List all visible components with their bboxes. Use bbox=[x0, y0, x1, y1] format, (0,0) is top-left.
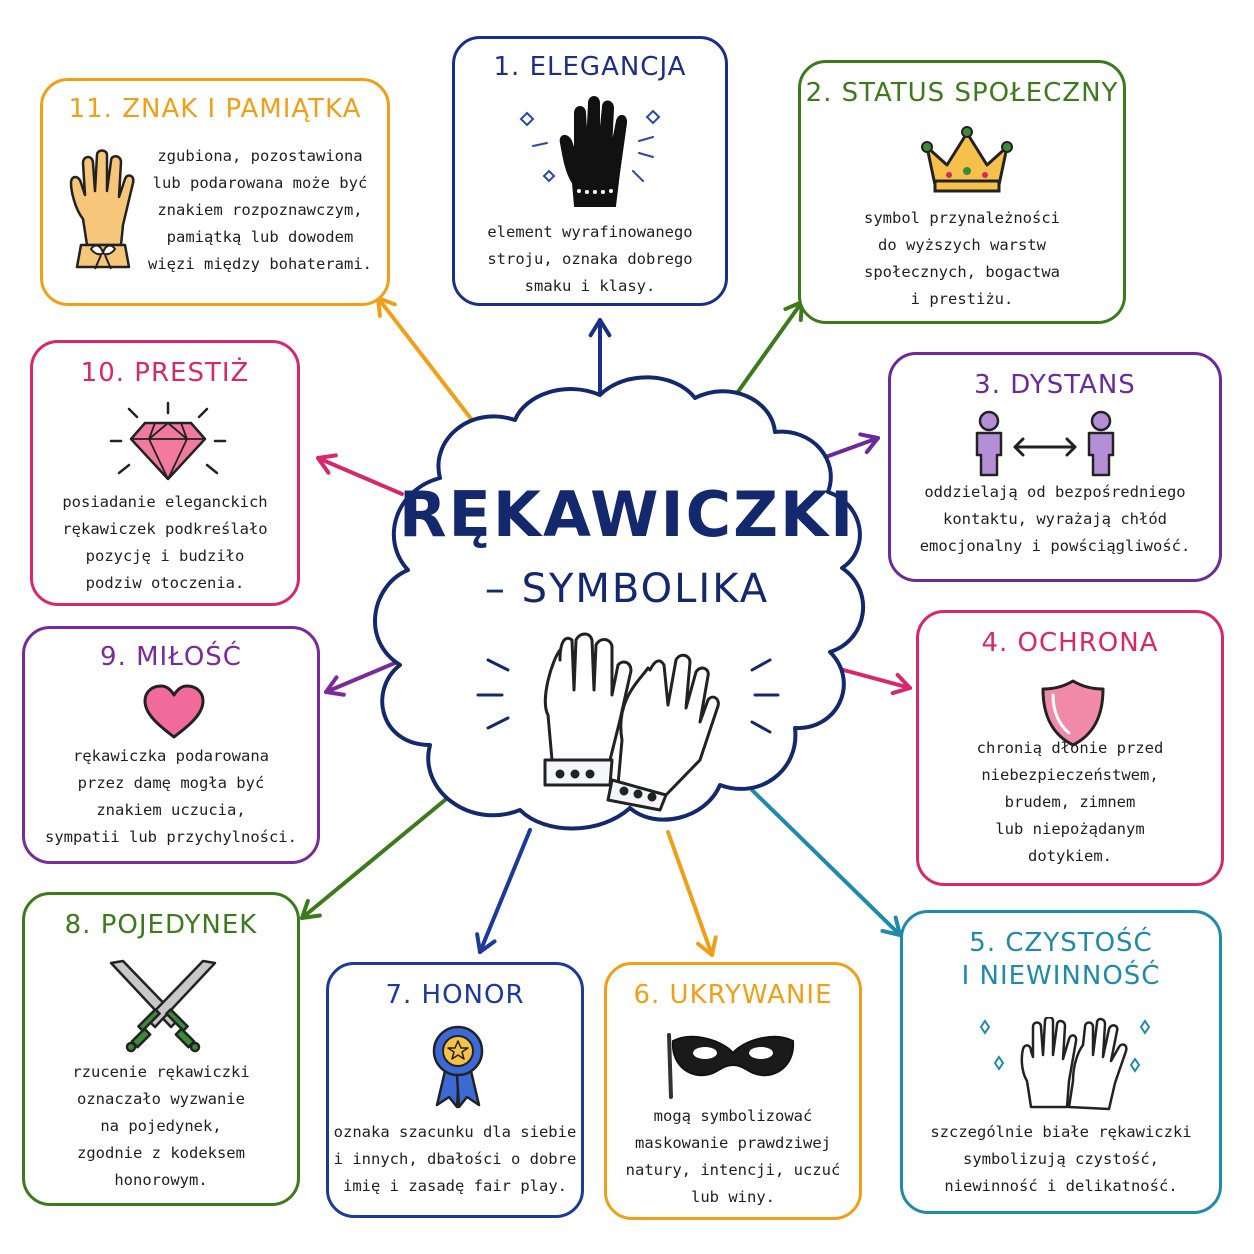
card-text-line: oznaczało wyzwanie bbox=[77, 1090, 245, 1108]
card-heading: 5. CZYSTOŚĆ bbox=[969, 928, 1153, 958]
card-text-line: znakiem uczucia, bbox=[96, 801, 246, 819]
card-text-line: smaku i klasy. bbox=[524, 277, 656, 295]
card-heading: 2. STATUS SPOŁECZNY bbox=[805, 78, 1119, 108]
card-heading-2: I NIEWINNOŚĆ bbox=[961, 961, 1161, 992]
card-text-line: niebezpieczeństwem, bbox=[981, 766, 1159, 784]
card-heading: 7. HONOR bbox=[385, 980, 525, 1010]
card-heading: 3. DYSTANS bbox=[974, 370, 1136, 400]
sparkle-lines bbox=[476, 658, 780, 734]
card-text-line: więzi między bohaterami. bbox=[148, 255, 372, 273]
card-text-line: posiadanie eleganckich bbox=[62, 493, 268, 511]
card-text-line: przez damę mogła być bbox=[77, 774, 265, 792]
shield-icon bbox=[1041, 679, 1105, 747]
center-subtitle: – SYMBOLIKA bbox=[484, 566, 770, 612]
center-gloves-icon bbox=[543, 632, 720, 812]
card-text-line: zgodnie z kodeksem bbox=[77, 1144, 245, 1162]
card-text-line: chronią dłonie przed bbox=[976, 739, 1164, 757]
card-text-line: pamiątką lub dowodem bbox=[166, 228, 354, 246]
card-text-line: oddzielają od bezpośredniego bbox=[924, 483, 1186, 501]
card-heading: 9. MIŁOŚĆ bbox=[100, 642, 242, 672]
card-text-line: na pojedynek, bbox=[100, 1117, 222, 1135]
card-status-spoleczny: 2. STATUS SPOŁECZNY symbol przynależnośc… bbox=[798, 60, 1126, 324]
card-heading: 4. OCHRONA bbox=[981, 628, 1159, 658]
crown-icon bbox=[921, 126, 1013, 193]
card-elegancja: 1. ELEGANCJA element wyrafinowanego stro… bbox=[452, 36, 728, 306]
card-heading: 6. UKRYWANIE bbox=[633, 980, 833, 1010]
card-znak-i-pamiatka: 11. ZNAK I PAMIĄTKA zgubiona, pozostawio… bbox=[40, 78, 390, 306]
card-heading: 11. ZNAK I PAMIĄTKA bbox=[68, 94, 362, 124]
card-text-line: symbolizują czystość, bbox=[963, 1150, 1159, 1168]
card-text-line: sympatii lub przychylności. bbox=[45, 828, 297, 846]
white-gloves-icon bbox=[979, 1017, 1151, 1111]
card-text-line: niewinność i delikatność. bbox=[944, 1177, 1178, 1195]
mask-icon bbox=[667, 1033, 795, 1099]
black-glove-icon bbox=[519, 96, 661, 207]
card-text-line: pozycję i budziło bbox=[85, 547, 245, 565]
center-title: RĘKAWICZKI bbox=[398, 478, 856, 551]
card-text-line: społecznych, bogactwa bbox=[864, 263, 1060, 281]
heart-icon bbox=[143, 684, 205, 739]
card-text-line: oznaka szacunku dla siebie bbox=[333, 1123, 577, 1141]
card-ukrywanie: 6. UKRYWANIE mogą symbolizować maskowani… bbox=[604, 962, 862, 1220]
card-ochrona: 4. OCHRONA chronią dłonie przed niebezpi… bbox=[916, 610, 1224, 886]
card-milosc: 9. MIŁOŚĆ rękawiczka podarowana przez da… bbox=[22, 626, 320, 864]
card-text-line: kontaktu, wyrażają chłód bbox=[943, 510, 1167, 528]
card-text-line: lub winy. bbox=[691, 1188, 775, 1206]
card-text-line: honorowym. bbox=[114, 1171, 208, 1189]
card-dystans: 3. DYSTANS oddzielają od bezpośredniego … bbox=[888, 352, 1222, 582]
lace-glove-icon bbox=[69, 149, 135, 270]
card-text-line: do wyższych warstw bbox=[878, 236, 1046, 254]
card-text-line: i innych, dbałości o dobre bbox=[333, 1150, 577, 1168]
card-text-line: lub podarowana może być bbox=[152, 174, 368, 192]
crossed-swords-icon bbox=[109, 959, 217, 1053]
card-text-line: szczególnie białe rękawiczki bbox=[930, 1123, 1192, 1141]
card-text-line: zgubiona, pozostawiona bbox=[157, 147, 363, 165]
card-heading: 10. PRESTIŻ bbox=[80, 358, 250, 388]
card-text-line: lub niepożądanym bbox=[995, 820, 1145, 838]
card-text-line: brudem, zimnem bbox=[1004, 793, 1136, 811]
card-text-line: mogą symbolizować bbox=[653, 1107, 813, 1125]
card-text-line: emocjonalny i powściągliwość. bbox=[919, 537, 1191, 555]
card-text-line: natury, intencji, uczuć bbox=[625, 1161, 841, 1179]
people-distance-icon bbox=[975, 410, 1115, 477]
medal-icon bbox=[432, 1025, 484, 1109]
card-heading: 8. POJEDYNEK bbox=[64, 910, 258, 940]
card-text-line: rękawiczka podarowana bbox=[73, 747, 269, 765]
card-text-line: podziw otoczenia. bbox=[85, 574, 245, 592]
card-text-line: symbol przynależności bbox=[864, 209, 1060, 227]
card-text-line: rękawiczek podkreślało bbox=[62, 520, 268, 538]
card-text-line: imię i zasadę fair play. bbox=[343, 1177, 567, 1195]
card-text-line: stroju, oznaka dobrego bbox=[487, 250, 693, 268]
card-text-line: dotykiem. bbox=[1028, 847, 1112, 865]
card-honor: 7. HONOR oznaka szacunku dla siebie i in… bbox=[326, 962, 584, 1218]
card-prestiz: 10. PRESTIŻ posiadanie eleganckich rękaw… bbox=[30, 340, 300, 606]
card-text-line: rzucenie rękawiczki bbox=[72, 1063, 250, 1081]
card-text-line: maskowanie prawdziwej bbox=[635, 1134, 831, 1152]
card-text-line: i prestiżu. bbox=[910, 290, 1014, 308]
diamond-icon bbox=[109, 401, 227, 481]
card-pojedynek: 8. POJEDYNEK rzucenie rękawiczki oznacza… bbox=[22, 892, 300, 1206]
card-text-line: znakiem rozpoznawczym, bbox=[157, 201, 363, 219]
card-heading: 1. ELEGANCJA bbox=[493, 52, 687, 82]
card-czystosc: 5. CZYSTOŚĆ I NIEWINNOŚĆ szczególnie bia… bbox=[900, 910, 1222, 1214]
card-text-line: element wyrafinowanego bbox=[487, 223, 693, 241]
